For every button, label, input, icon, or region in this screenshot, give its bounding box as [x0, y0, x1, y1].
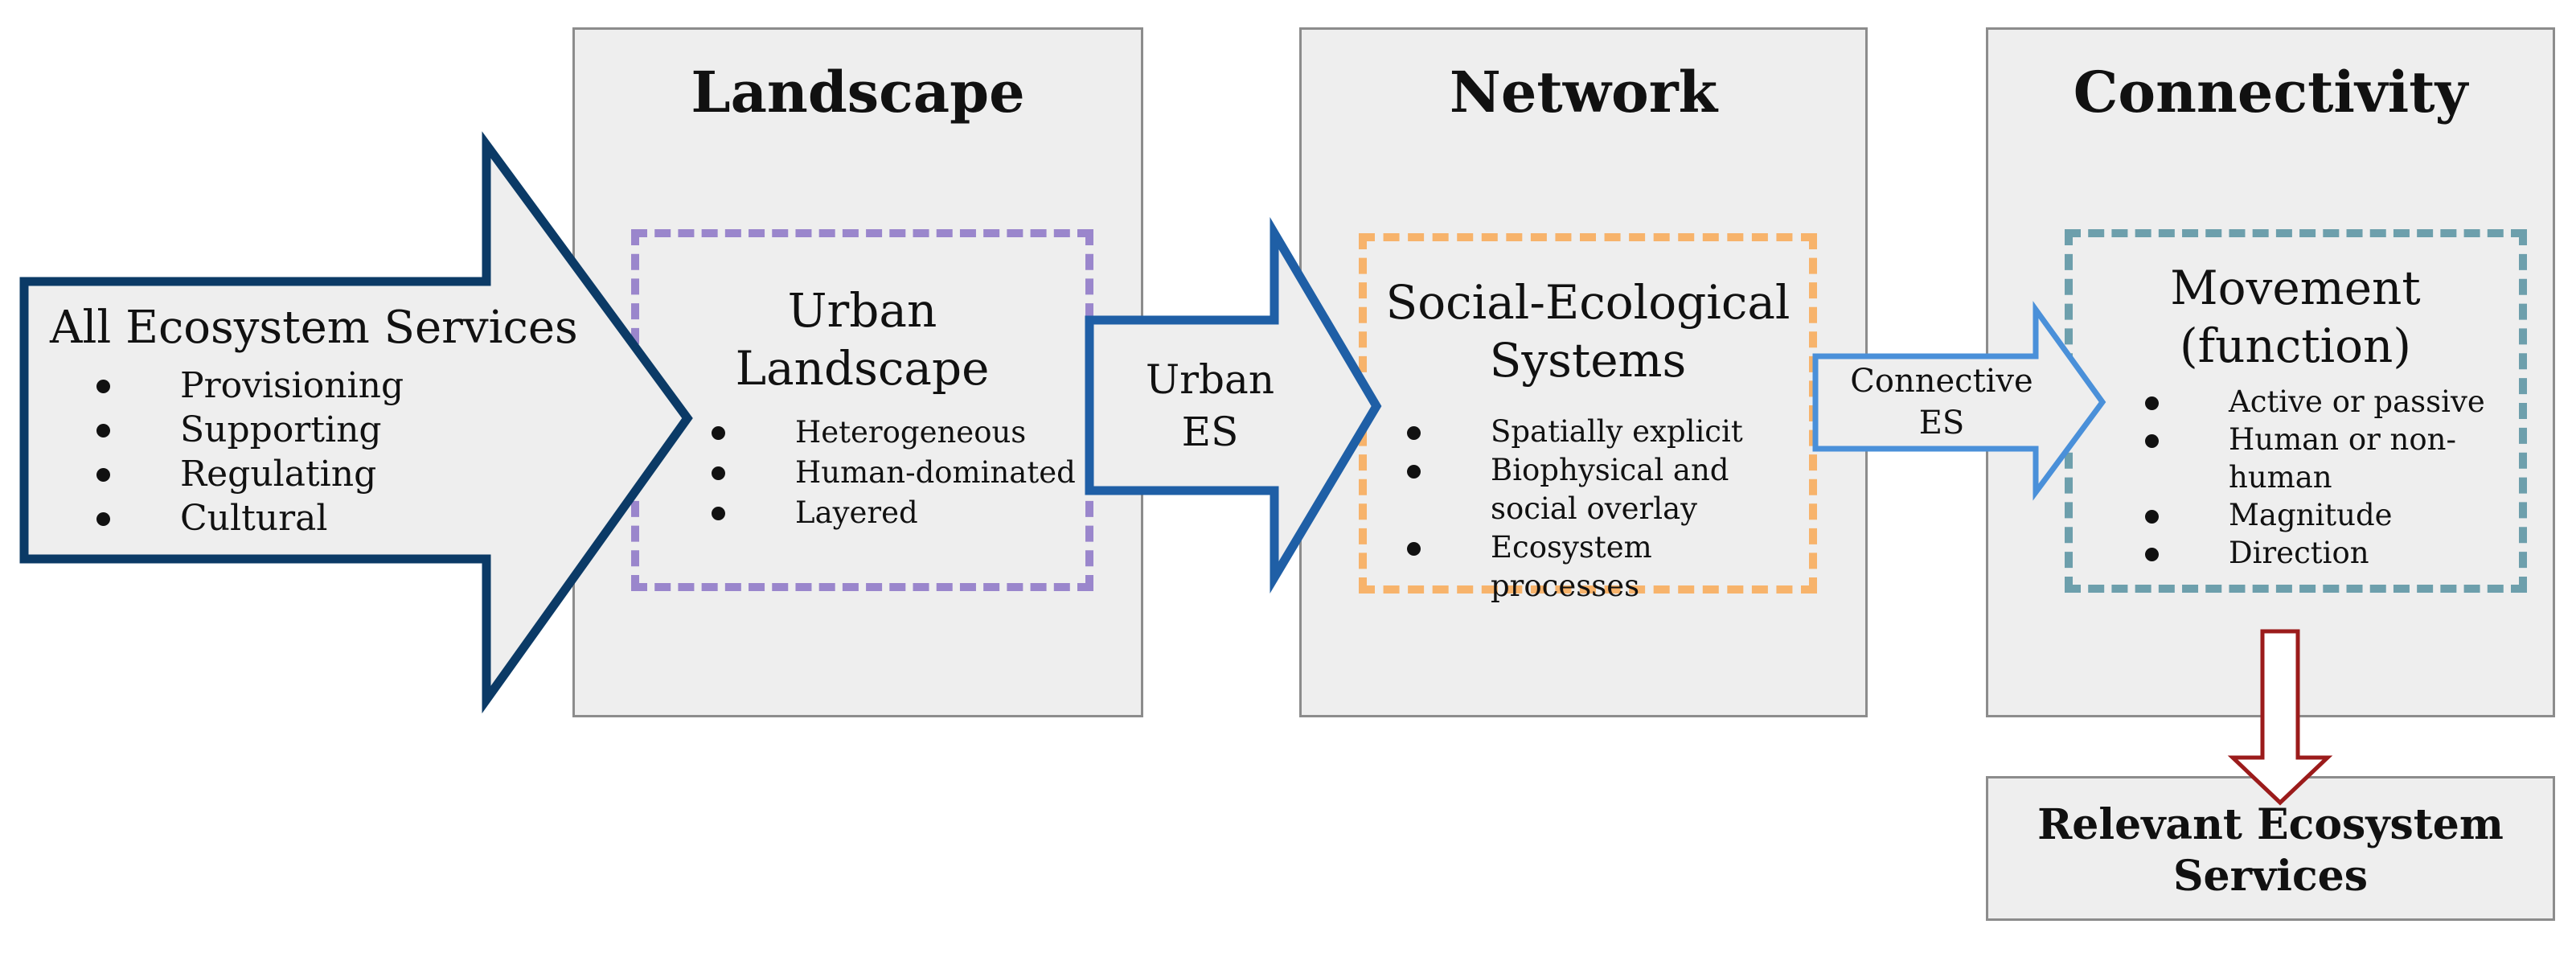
movement-title: Movement (function): [2170, 261, 2421, 373]
connective-es-label: Connective ES: [1850, 363, 2033, 442]
bullet-icon: [1407, 541, 1421, 556]
bullet-icon: [2145, 433, 2159, 448]
urban-landscape-title: Urban Landscape: [735, 283, 990, 396]
bullet-icon: [96, 423, 110, 437]
relevant-es-label: Relevant Ecosystem Services: [2037, 800, 2504, 901]
list-item: Cultural: [96, 496, 404, 540]
list-item: Spatially explicit: [1407, 413, 1809, 451]
relevant-es-box: Relevant Ecosystem Services: [1986, 776, 2555, 921]
bullet-icon: [96, 511, 110, 526]
all-es-list: Provisioning Supporting Regulating Cultu…: [96, 364, 404, 540]
list-item: Biophysical and social overlay: [1407, 451, 1809, 528]
panel-network: Network: [1299, 27, 1868, 717]
panel-title-connectivity: Connectivity: [2073, 59, 2468, 125]
panel-title-network: Network: [1449, 59, 1718, 125]
down-arrow: [2227, 629, 2333, 806]
ses-title: Social-Ecological Systems: [1385, 275, 1790, 388]
bullet-icon: [2145, 547, 2159, 561]
all-es-title: All Ecosystem Services: [50, 302, 578, 354]
bullet-icon: [1407, 425, 1421, 440]
list-item: Provisioning: [96, 364, 404, 408]
bullet-icon: [96, 379, 110, 393]
list-item: Regulating: [96, 452, 404, 496]
panel-landscape: Landscape: [572, 27, 1143, 717]
panel-title-landscape: Landscape: [691, 59, 1025, 125]
bullet-icon: [96, 467, 110, 482]
movement-list: Active or passive Human or non-human Mag…: [2145, 383, 2491, 572]
list-item: Active or passive: [2145, 383, 2491, 421]
list-item: Ecosystem processes: [1407, 528, 1809, 606]
list-item: Supporting: [96, 408, 404, 452]
urban-es-arrow: [1085, 216, 1382, 594]
bullet-icon: [712, 506, 725, 520]
bullet-icon: [2145, 509, 2159, 524]
list-item: Magnitude: [2145, 496, 2491, 534]
list-item: Heterogeneous: [712, 413, 1076, 453]
bullet-icon: [1407, 464, 1421, 479]
urban-landscape-list: Heterogeneous Human-dominated Layered: [712, 413, 1076, 533]
ses-list: Spatially explicit Biophysical and socia…: [1407, 413, 1809, 606]
list-item: Layered: [712, 493, 1076, 533]
list-item: Human-dominated: [712, 453, 1076, 493]
urban-es-label: Urban ES: [1145, 356, 1275, 455]
bullet-icon: [712, 466, 725, 480]
bullet-icon: [712, 425, 725, 440]
list-item: Human or non-human: [2145, 421, 2491, 496]
list-item: Direction: [2145, 534, 2491, 572]
connective-es-arrow: [1812, 301, 2106, 501]
bullet-icon: [2145, 396, 2159, 410]
all-es-arrow: [19, 131, 693, 714]
